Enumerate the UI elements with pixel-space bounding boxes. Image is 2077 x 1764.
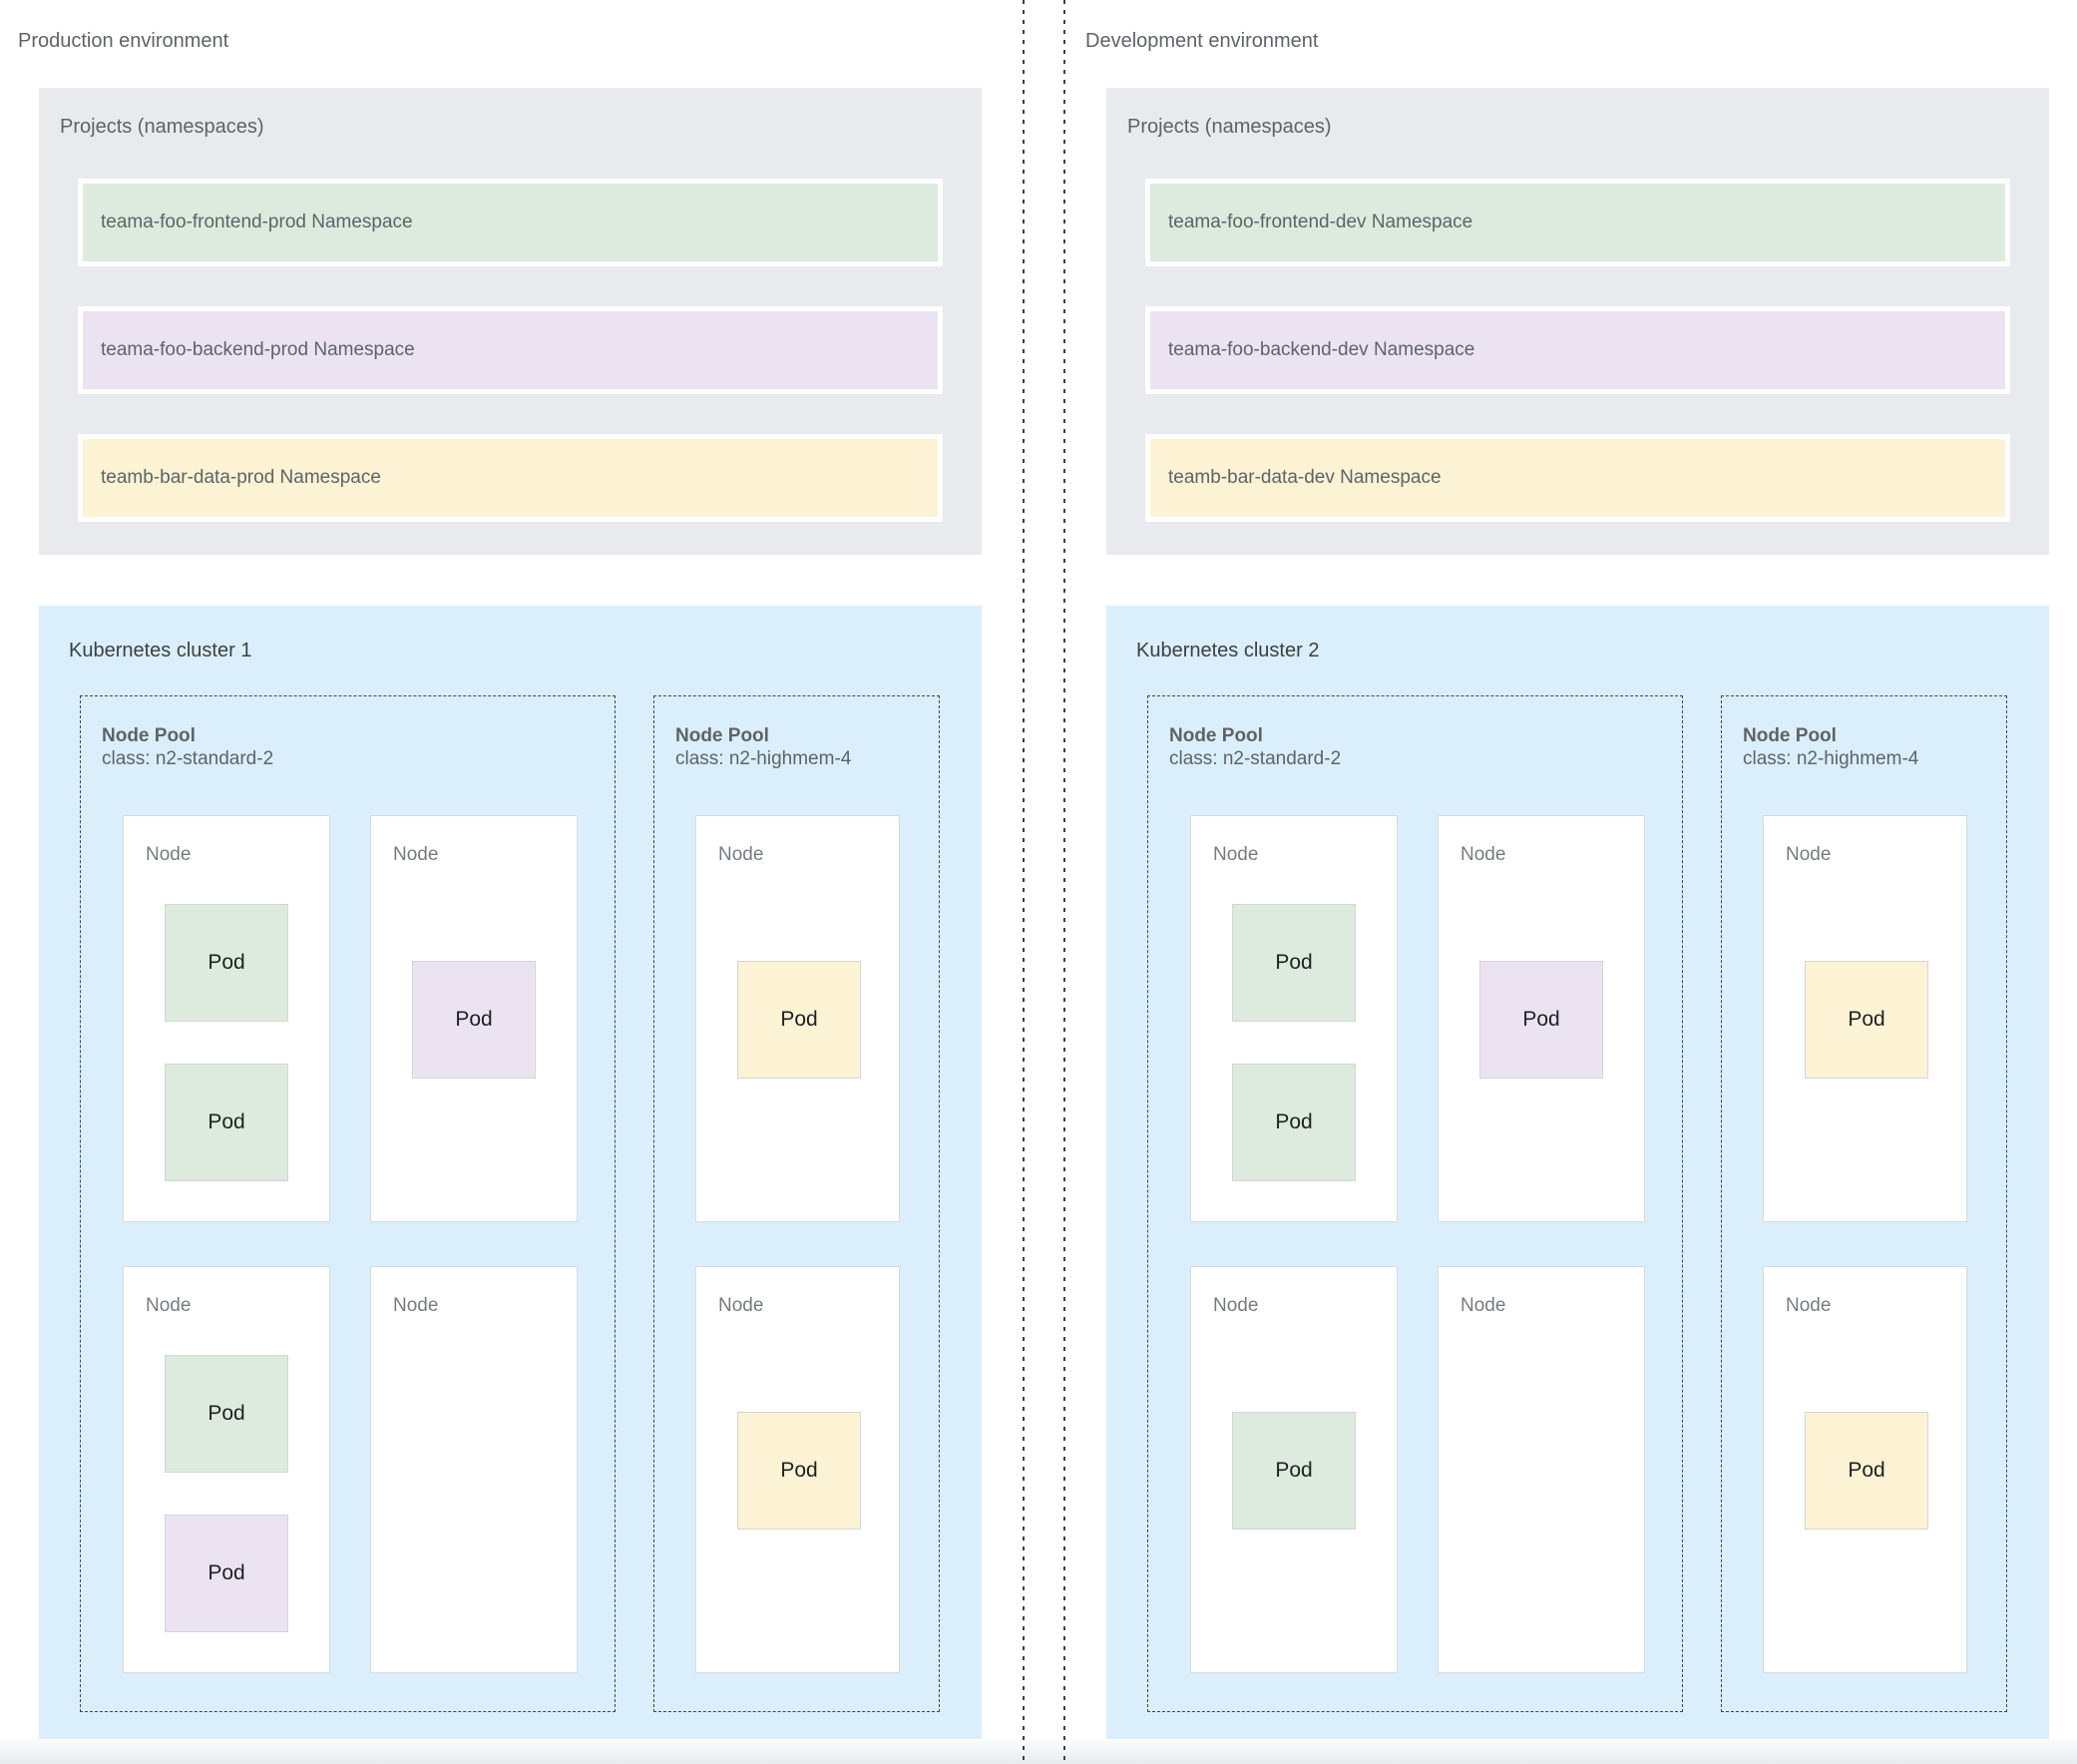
projects-namespaces-panel: Projects (namespaces) teama-foo-frontend… (39, 88, 982, 555)
pod-label: Pod (1275, 1110, 1313, 1133)
environment-divider-line (1023, 0, 1025, 1764)
pod-label: Pod (780, 1459, 818, 1482)
node: Node Pod (1763, 815, 1967, 1222)
node: Node Pod (370, 815, 578, 1222)
pod-frontend: Pod (165, 904, 288, 1022)
namespace-bar-data: teamb-bar-data-prod Namespace (78, 434, 943, 522)
pod-label: Pod (208, 951, 245, 974)
namespace-bar-backend: teama-foo-backend-prod Namespace (78, 306, 943, 394)
node-pool-title: Node Pool class: n2-highmem-4 (675, 724, 851, 770)
node-pool-title: Node Pool class: n2-standard-2 (1169, 724, 1341, 770)
pod-frontend: Pod (1232, 1412, 1356, 1530)
node-label: Node (146, 1295, 192, 1316)
namespace-bar-frontend: teama-foo-frontend-prod Namespace (78, 179, 943, 266)
node-label: Node (393, 1295, 439, 1316)
node-empty: Node (370, 1266, 578, 1673)
node-pool-standard: Node Pool class: n2-standard-2 Node Pod … (1147, 695, 1683, 1712)
namespace-bar-data: teamb-bar-data-dev Namespace (1145, 434, 2010, 522)
environment-divider-line (1063, 0, 1065, 1764)
node: Node Pod (695, 1266, 900, 1673)
node-pool-highmem: Node Pool class: n2-highmem-4 Node Pod N… (1721, 695, 2007, 1712)
pod-label: Pod (455, 1008, 493, 1031)
node: Node Pod (1763, 1266, 1967, 1673)
pod-data: Pod (1805, 1412, 1928, 1530)
environment-title: Development environment (1085, 30, 1319, 52)
node: Node Pod Pod (1190, 815, 1398, 1222)
namespace-label: teama-foo-backend-prod Namespace (101, 339, 415, 360)
projects-namespaces-panel: Projects (namespaces) teama-foo-frontend… (1106, 88, 2049, 555)
node: Node Pod (695, 815, 900, 1222)
node-pool-name: Node Pool (1169, 725, 1263, 746)
pod-backend: Pod (412, 961, 536, 1079)
node-label: Node (718, 844, 764, 865)
node-label: Node (1786, 844, 1832, 865)
node-pool-class: class: n2-standard-2 (1169, 748, 1342, 769)
node-label: Node (1213, 844, 1259, 865)
node-label: Node (1786, 1295, 1832, 1316)
namespace-label: teama-foo-frontend-prod Namespace (101, 212, 413, 232)
kubernetes-cluster: Kubernetes cluster 2 Node Pool class: n2… (1106, 606, 2049, 1739)
namespace-label: teama-foo-backend-dev Namespace (1168, 339, 1475, 360)
pod-label: Pod (1848, 1459, 1885, 1482)
namespace-label: teamb-bar-data-dev Namespace (1168, 467, 1442, 488)
node-pool-standard: Node Pool class: n2-standard-2 Node Pod … (80, 695, 616, 1712)
node: Node Pod Pod (123, 815, 330, 1222)
node: Node Pod Pod (123, 1266, 330, 1673)
node-label: Node (718, 1295, 764, 1316)
namespace-bar-backend: teama-foo-backend-dev Namespace (1145, 306, 2010, 394)
node-label: Node (1213, 1295, 1259, 1316)
bottom-strip (0, 1739, 2077, 1764)
node: Node Pod (1438, 815, 1645, 1222)
pod-label: Pod (1848, 1008, 1885, 1031)
node-pool-title: Node Pool class: n2-highmem-4 (1743, 724, 1918, 770)
node-pool-name: Node Pool (1743, 725, 1837, 746)
pod-frontend: Pod (1232, 1064, 1356, 1181)
cluster-title: Kubernetes cluster 1 (69, 640, 252, 662)
node-label: Node (146, 844, 192, 865)
node-label: Node (1460, 1295, 1506, 1316)
namespace-label: teama-foo-frontend-dev Namespace (1168, 212, 1473, 232)
pod-frontend: Pod (1232, 904, 1356, 1022)
node-pool-class: class: n2-highmem-4 (1743, 748, 1919, 769)
namespace-bar-frontend: teama-foo-frontend-dev Namespace (1145, 179, 2010, 266)
environment-title: Production environment (18, 30, 229, 52)
namespace-label: teamb-bar-data-prod Namespace (101, 467, 381, 488)
node-label: Node (1460, 844, 1506, 865)
pod-label: Pod (780, 1008, 818, 1031)
node-pool-highmem: Node Pool class: n2-highmem-4 Node Pod N… (653, 695, 940, 1712)
pod-data: Pod (1805, 961, 1928, 1079)
node-label: Node (393, 844, 439, 865)
pod-frontend: Pod (165, 1064, 288, 1181)
pod-backend: Pod (1479, 961, 1603, 1079)
pod-label: Pod (1275, 1459, 1313, 1482)
node-pool-class: class: n2-standard-2 (102, 748, 274, 769)
node-pool-name: Node Pool (102, 725, 196, 746)
projects-panel-title: Projects (namespaces) (1127, 116, 1332, 138)
node-pool-class: class: n2-highmem-4 (675, 748, 852, 769)
production-environment: Production environment Projects (namespa… (0, 0, 1012, 1764)
pod-data: Pod (737, 961, 861, 1079)
pod-data: Pod (737, 1412, 861, 1530)
node-pool-name: Node Pool (675, 725, 769, 746)
pod-label: Pod (208, 1561, 245, 1584)
pod-frontend: Pod (165, 1355, 288, 1473)
node-pool-title: Node Pool class: n2-standard-2 (102, 724, 273, 770)
pod-backend: Pod (165, 1515, 288, 1632)
projects-panel-title: Projects (namespaces) (60, 116, 264, 138)
pod-label: Pod (1275, 951, 1313, 974)
pod-label: Pod (208, 1110, 245, 1133)
cluster-title: Kubernetes cluster 2 (1136, 640, 1320, 662)
node: Node Pod (1190, 1266, 1398, 1673)
node-empty: Node (1438, 1266, 1645, 1673)
development-environment: Development environment Projects (namesp… (1067, 0, 2077, 1764)
pod-label: Pod (1522, 1008, 1560, 1031)
kubernetes-cluster: Kubernetes cluster 1 Node Pool class: n2… (39, 606, 982, 1739)
pod-label: Pod (208, 1402, 245, 1425)
